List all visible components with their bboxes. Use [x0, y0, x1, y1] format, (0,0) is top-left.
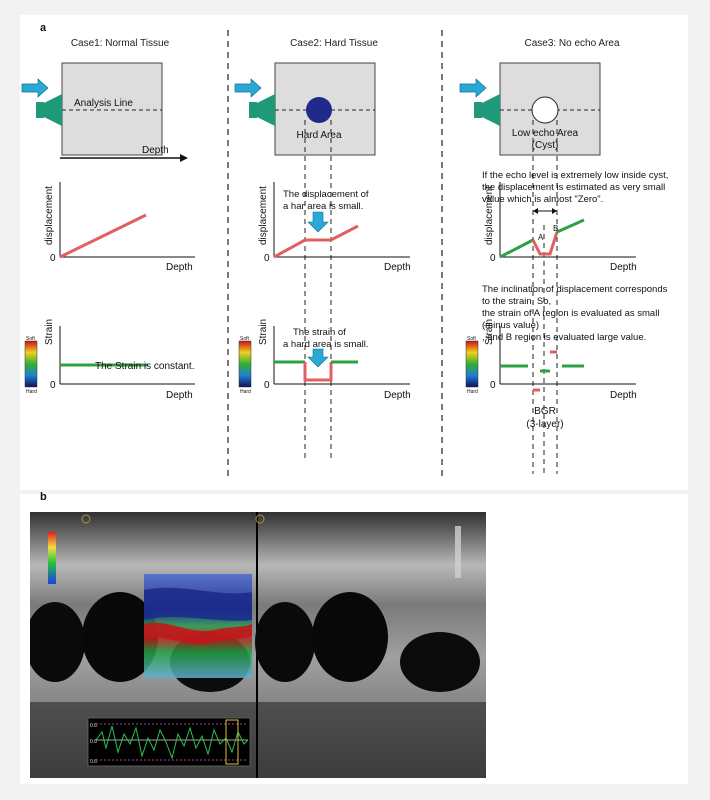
- case2-strain-depth: Depth: [384, 390, 411, 401]
- case2-probe: [255, 94, 275, 126]
- case2-title: Case2: Hard Tissue: [290, 38, 378, 49]
- case2-colorbar-hard: Hard: [240, 389, 251, 395]
- case3-inclination-2: to the strain. So,: [482, 296, 551, 307]
- case3-inclination-5: , and B region is evaluated large value.: [482, 332, 646, 343]
- case3-inclination-3: the strain of A region is evaluated as s…: [482, 308, 659, 319]
- case3-colorbar-soft: Soft: [467, 336, 477, 342]
- case3-disp-red: [531, 231, 559, 256]
- case2-strain-origin: 0: [264, 380, 270, 391]
- us-grayscale-bar: [455, 526, 461, 578]
- us-left-vessel-2: [82, 592, 158, 682]
- case3-disp-green-left: [499, 238, 534, 259]
- case2-disp-note-2: a har area is small.: [283, 201, 363, 212]
- case3-cyst-note-2: the displacement is estimated as very sm…: [482, 182, 665, 193]
- case1-strain-ylabel: Strain: [44, 319, 55, 345]
- case2-disp-down-arrow: [307, 211, 329, 233]
- case2-colorbar: [238, 340, 252, 388]
- case3-disp-depth: Depth: [610, 262, 637, 273]
- case2-strain-down-arrow: [307, 348, 329, 368]
- case3-span-arrow-right: [552, 208, 557, 214]
- us-elasto-red-band: [144, 622, 252, 645]
- case1-depth-arrowhead: [180, 154, 188, 162]
- us-marker-right: [255, 514, 265, 524]
- case2-strain-dip: [303, 362, 333, 382]
- case1-disp-depth: Depth: [166, 262, 193, 273]
- case3-disp-green-right: [556, 218, 585, 234]
- case3-strain-ylabel: Strain: [484, 319, 495, 345]
- us-graph-marker: [225, 719, 239, 765]
- us-right-bottom: [258, 702, 486, 778]
- case3-probe: [480, 94, 500, 126]
- case3-title: Case3: No echo Area: [524, 38, 619, 49]
- case3-disp-ylabel: displacement: [484, 186, 495, 245]
- case3-inclination-4: (minus value): [482, 320, 539, 331]
- case3-strain-origin: 0: [490, 380, 496, 391]
- ultrasound-panel: 0.6 0.6 0.6: [25, 512, 486, 778]
- case2-strain-ylabel: Strain: [258, 319, 269, 345]
- us-graph-tick-1: 0.6: [90, 723, 97, 729]
- case1-strain-origin: 0: [50, 380, 56, 391]
- case1-strain-depth: Depth: [166, 390, 193, 401]
- case1-probe-head: [36, 102, 44, 118]
- us-strain-graph: [87, 717, 251, 767]
- case2-disp-ylabel: displacement: [258, 186, 269, 245]
- case3-disp-origin: 0: [490, 253, 496, 264]
- case3-low-echo-2: (Cyst): [532, 140, 559, 151]
- us-graph-trace: [95, 725, 249, 760]
- case3-push-arrow: [459, 78, 487, 98]
- case1-colorbar-hard: Hard: [26, 389, 37, 395]
- case3-strain-depth: Depth: [610, 390, 637, 401]
- case3-bgr-2: (3-layer): [526, 419, 563, 430]
- us-colorbar: [48, 532, 56, 584]
- case1-title: Case1: Normal Tissue: [71, 38, 170, 49]
- us-graph-tick-3: 0.6: [90, 759, 97, 765]
- case2-disp-origin: 0: [264, 253, 270, 264]
- case3-cyst: [531, 96, 559, 124]
- case3-probe-head: [474, 102, 482, 118]
- case1-disp-ylabel: displacement: [44, 186, 55, 245]
- case3-cyst-note-1: If the echo level is extremely low insid…: [482, 170, 668, 181]
- case1-push-arrow: [21, 78, 49, 98]
- us-marker-left: [81, 514, 91, 524]
- case3-span-arrow-left: [533, 208, 538, 214]
- panel-b-label: b: [40, 491, 47, 503]
- us-left-vessel-1: [25, 602, 85, 682]
- case3-bgr-1: BGR: [534, 406, 556, 417]
- case2-disp-note-1: The displacement of: [283, 189, 369, 200]
- case3-cyst-note-3: value which is almost "Zero".: [482, 194, 603, 205]
- case1-disp-origin: 0: [50, 253, 56, 264]
- case3-inclination-1: The inclination of displacement correspo…: [482, 284, 668, 295]
- case3-marker-a: A: [538, 233, 544, 242]
- case3-colorbar: [465, 340, 479, 388]
- us-elasto-dark-blue: [144, 587, 252, 621]
- case1-probe: [42, 94, 62, 126]
- case1-depth-label-top: Depth: [142, 145, 169, 156]
- case3-marker-b: B: [553, 224, 558, 233]
- case2-disp-line: [273, 224, 359, 259]
- case2-colorbar-soft: Soft: [240, 336, 250, 342]
- case2-strain-note-2: a hard area is small.: [283, 339, 369, 350]
- case1-colorbar-soft: Soft: [26, 336, 36, 342]
- case3-low-echo-1: Low echo Area: [512, 128, 579, 139]
- us-right-vessel-2: [312, 592, 388, 682]
- us-graph-tick-2: 0.6: [90, 739, 97, 745]
- us-right-vessel-1: [255, 602, 315, 682]
- case2-strain-note-1: The strain of: [293, 327, 346, 338]
- case1-strain-note: The Strain is constant.: [95, 361, 195, 372]
- case1-colorbar: [24, 340, 38, 388]
- case2-push-arrow: [234, 78, 262, 98]
- case1-disp-line: [59, 213, 147, 259]
- us-right-vessel-3: [400, 632, 480, 692]
- ultrasound-image: 0.6 0.6 0.6: [25, 512, 486, 778]
- case2-probe-head: [249, 102, 257, 118]
- case1-analysis-label: Analysis Line: [74, 98, 133, 109]
- case1-tissue: [61, 62, 163, 156]
- case2-hard-area: [306, 97, 332, 123]
- case2-hard-area-label: Hard Area: [296, 130, 341, 141]
- panel-a-label: a: [40, 22, 47, 34]
- case2-disp-depth: Depth: [384, 262, 411, 273]
- case3-colorbar-hard: Hard: [467, 389, 478, 395]
